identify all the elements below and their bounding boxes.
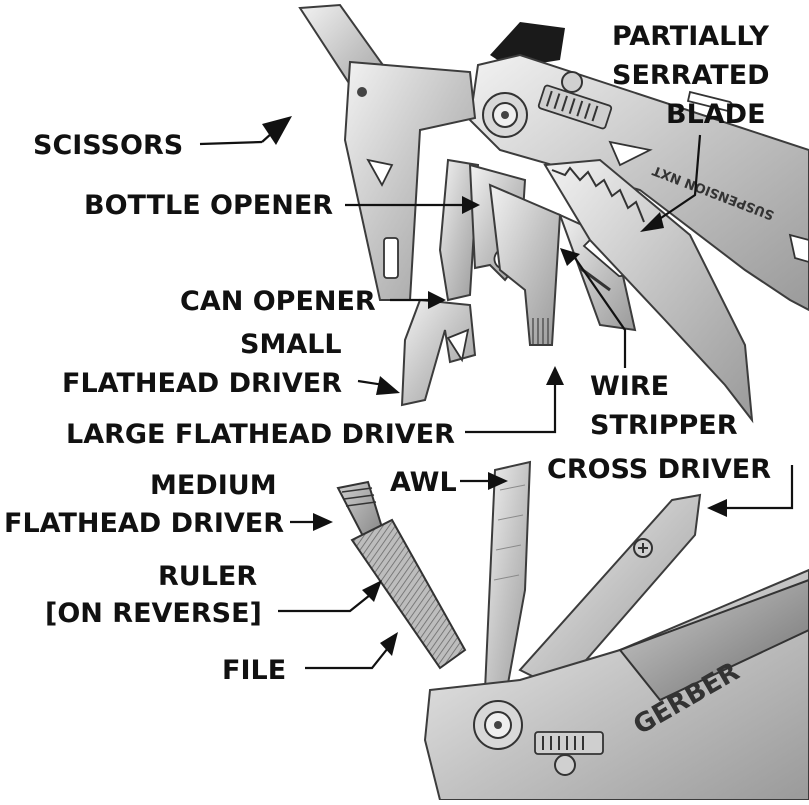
opener-tools-illustration xyxy=(400,158,637,407)
upper-handle-illustration: SUSPENSION NXT xyxy=(468,22,809,312)
label-wire-stripper-line1: WIRE xyxy=(590,371,669,402)
label-small-flathead-line2: FLATHEAD DRIVER xyxy=(62,368,342,399)
label-small-flathead-line1: SMALL xyxy=(240,329,342,360)
label-partially-serrated-blade-line1: PARTIALLY xyxy=(612,21,769,52)
lower-handle-illustration: GERBER xyxy=(336,460,809,801)
blade-illustration xyxy=(543,158,754,424)
label-large-flathead-driver: LARGE FLATHEAD DRIVER xyxy=(66,419,455,450)
label-medium-flathead-line1: MEDIUM xyxy=(150,470,277,501)
label-ruler-line1: RULER xyxy=(158,561,257,592)
label-scissors: SCISSORS xyxy=(33,130,183,161)
label-wire-stripper-line2: STRIPPER xyxy=(590,410,738,441)
label-file: FILE xyxy=(222,655,286,686)
label-medium-flathead-line2: FLATHEAD DRIVER xyxy=(4,508,284,539)
label-can-opener: CAN OPENER xyxy=(180,286,376,317)
label-awl: AWL xyxy=(390,467,457,498)
scissors-illustration xyxy=(298,3,477,301)
callout-lines xyxy=(199,116,794,670)
label-partially-serrated-blade-line3: BLADE xyxy=(666,99,766,130)
label-cross-driver: CROSS DRIVER xyxy=(547,454,771,485)
label-ruler-line2: [ON REVERSE] xyxy=(45,598,262,629)
label-partially-serrated-blade-line2: SERRATED xyxy=(612,60,770,91)
label-bottle-opener: BOTTLE OPENER xyxy=(84,190,333,221)
labels: PARTIALLY SERRATED BLADE SCISSORS BOTTLE… xyxy=(4,21,771,686)
